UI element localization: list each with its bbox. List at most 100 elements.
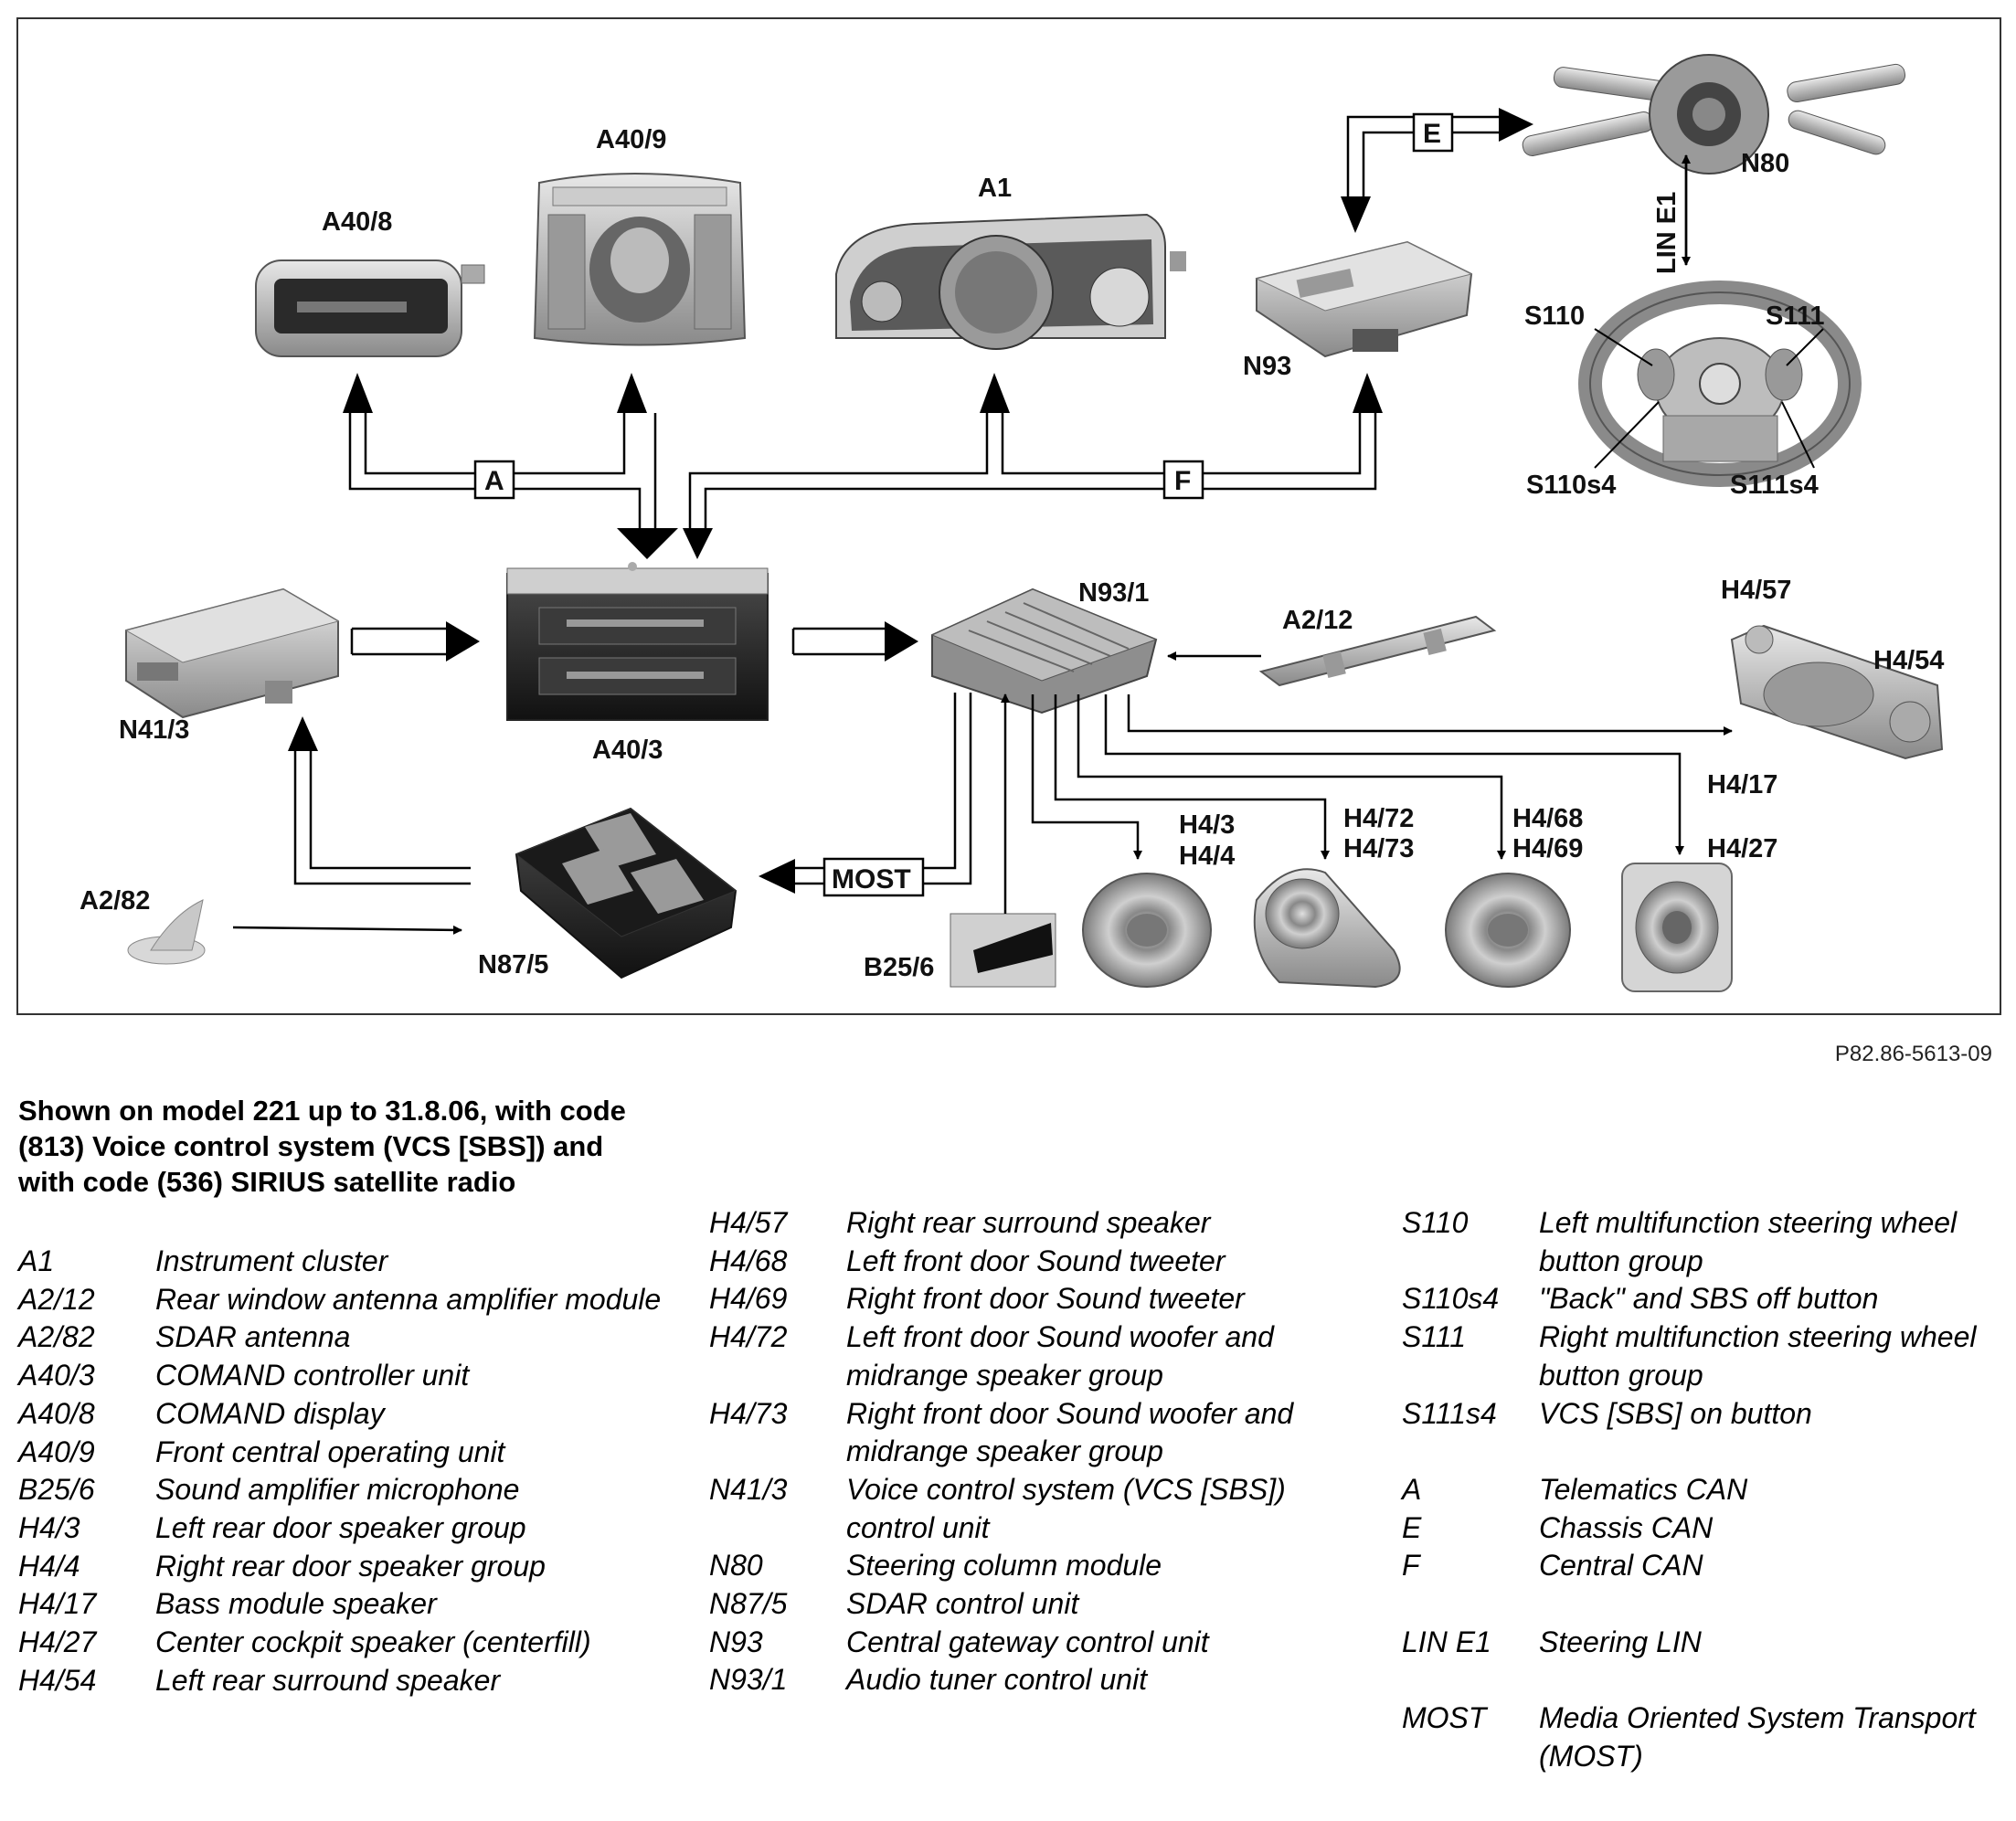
legend-code: H4/57 bbox=[709, 1206, 788, 1239]
legend-desc: Left multifunction steering wheel button… bbox=[1539, 1206, 1958, 1277]
bus-arrowheads bbox=[288, 108, 1533, 894]
legend-code: S110 bbox=[1402, 1206, 1469, 1239]
rear-window-antenna-amplifier-image bbox=[1258, 615, 1497, 687]
bus-label-boxes bbox=[473, 112, 1454, 897]
a2-82-line bbox=[232, 925, 462, 935]
legend-desc: Left front door Sound tweeter bbox=[846, 1244, 1226, 1277]
label-h4-3: H4/3 bbox=[1179, 810, 1235, 840]
legend-desc: Telematics CAN bbox=[1539, 1472, 1748, 1506]
legend-code: S111s4 bbox=[1402, 1396, 1497, 1430]
legend-desc: Left front door Sound woofer and midrang… bbox=[846, 1320, 1274, 1392]
label-a2-82: A2/82 bbox=[80, 886, 150, 916]
label-n80: N80 bbox=[1741, 149, 1789, 178]
bus-label-most: MOST bbox=[832, 864, 911, 895]
sdar-antenna-image bbox=[127, 899, 206, 965]
legend-desc: Instrument cluster bbox=[155, 1244, 388, 1277]
leader-lines bbox=[1594, 328, 1824, 469]
legend-desc: COMAND controller unit bbox=[155, 1359, 470, 1392]
steering-wheel-image bbox=[1578, 281, 1862, 487]
legend-code: MOST bbox=[1402, 1701, 1487, 1735]
legend-desc: Center cockpit speaker (centerfill) bbox=[155, 1625, 591, 1659]
diagram-frame bbox=[16, 17, 2001, 1015]
legend-desc: Front central operating unit bbox=[155, 1435, 505, 1468]
legend-code: H4/3 bbox=[18, 1510, 80, 1544]
label-n93-1: N93/1 bbox=[1078, 578, 1149, 608]
legend-item: H4/27 Center cockpit speaker (centerfill) bbox=[18, 1624, 676, 1662]
legend-code: LIN E1 bbox=[1402, 1625, 1491, 1658]
legend-desc: Steering LIN bbox=[1539, 1625, 1702, 1658]
label-h4-4: H4/4 bbox=[1179, 842, 1235, 871]
label-b25-6: B25/6 bbox=[864, 953, 934, 982]
legend-column-3: S110 Left multifunction steering wheel bu… bbox=[1402, 1204, 2005, 1776]
steering-column-module-image bbox=[1522, 54, 1906, 175]
legend-desc: Right front door Sound tweeter bbox=[846, 1282, 1245, 1316]
legend-code: S110s4 bbox=[1402, 1282, 1500, 1316]
legend-item: A40/8 COMAND display bbox=[18, 1395, 676, 1434]
label-h4-57: H4/57 bbox=[1721, 576, 1791, 605]
label-a1: A1 bbox=[978, 174, 1012, 203]
label-n87-5: N87/5 bbox=[478, 950, 548, 979]
legend-code: E bbox=[1402, 1510, 1422, 1544]
front-door-tweeter-image bbox=[1445, 873, 1571, 988]
center-cockpit-speaker-image bbox=[1621, 863, 1733, 992]
figure-caption: Shown on model 221 up to 31.8.06, with c… bbox=[18, 1095, 626, 1198]
legend-desc: Right multifunction steering wheel butto… bbox=[1539, 1320, 1977, 1392]
legend-item: S110 Left multifunction steering wheel bu… bbox=[1402, 1204, 2005, 1280]
legend-code: F bbox=[1402, 1549, 1420, 1583]
legend-code: A2/82 bbox=[18, 1320, 95, 1354]
legend-code: N93 bbox=[709, 1625, 763, 1658]
legend-code: A bbox=[1402, 1472, 1422, 1506]
label-s111s4: S111s4 bbox=[1730, 471, 1819, 500]
legend-desc: Right front door Sound woofer and midran… bbox=[846, 1396, 1294, 1468]
label-h4-27: H4/27 bbox=[1707, 834, 1777, 863]
label-h4-73: H4/73 bbox=[1343, 834, 1414, 863]
legend-item: A Telematics CAN bbox=[1402, 1471, 2005, 1509]
legend-item: H4/3 Left rear door speaker group bbox=[18, 1509, 676, 1548]
legend-desc: Audio tuner control unit bbox=[846, 1663, 1148, 1697]
front-door-woofer-image bbox=[1253, 868, 1401, 989]
signal-lines bbox=[232, 154, 1733, 935]
label-n93: N93 bbox=[1243, 352, 1291, 381]
legend-desc: SDAR control unit bbox=[846, 1587, 1079, 1621]
legend-code: H4/54 bbox=[18, 1663, 97, 1697]
legend-desc: Steering column module bbox=[846, 1549, 1162, 1583]
legend-desc: Rear window antenna amplifier module bbox=[155, 1282, 662, 1316]
legend-desc: Left rear door speaker group bbox=[155, 1510, 526, 1544]
legend-code: A40/3 bbox=[18, 1359, 95, 1392]
legend-item: H4/4 Right rear door speaker group bbox=[18, 1548, 676, 1586]
legend-item: H4/54 Left rear surround speaker bbox=[18, 1662, 676, 1700]
legend-desc: COMAND display bbox=[155, 1396, 385, 1430]
legend-code: H4/68 bbox=[709, 1244, 788, 1277]
legend-desc: Sound amplifier microphone bbox=[155, 1473, 520, 1507]
label-h4-69: H4/69 bbox=[1512, 834, 1583, 863]
label-a40-9: A40/9 bbox=[596, 125, 666, 154]
legend-code: H4/17 bbox=[18, 1587, 97, 1621]
label-h4-68: H4/68 bbox=[1512, 804, 1583, 833]
legend-desc: Right rear door speaker group bbox=[155, 1549, 546, 1583]
front-central-operating-unit-image bbox=[533, 173, 747, 346]
legend-code: H4/4 bbox=[18, 1549, 80, 1583]
legend-code: A40/8 bbox=[18, 1396, 95, 1430]
bus-label-e: E bbox=[1423, 119, 1441, 149]
legend-code: H4/27 bbox=[18, 1625, 97, 1659]
comand-controller-unit-image bbox=[506, 562, 769, 721]
legend-item: A40/3 COMAND controller unit bbox=[18, 1357, 676, 1395]
legend-code: A1 bbox=[18, 1244, 55, 1277]
legend-desc: Left rear surround speaker bbox=[155, 1663, 501, 1697]
